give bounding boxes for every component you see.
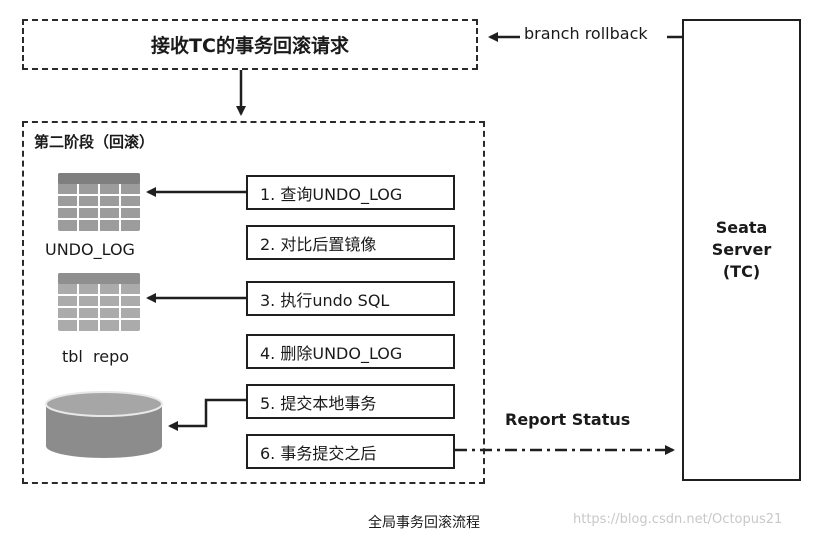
server-label-line1: Seata [715, 218, 768, 237]
rollback-request-label: 接收TC的事务回滚请求 [151, 35, 349, 57]
undo-log-label: UNDO_LOG [45, 240, 135, 259]
step-compare-after-image: 2. 对比后置镜像 [246, 225, 455, 260]
step-after-tx-commit: 6. 事务提交之后 [246, 434, 455, 469]
repo-table-label: tbl repo [62, 347, 130, 366]
server-label-line2: Server [711, 240, 772, 259]
step-label: 4. 删除UNDO_LOG [260, 343, 403, 363]
phase-two-container [22, 121, 485, 484]
step-delete-undo-log: 4. 删除UNDO_LOG [246, 334, 455, 369]
server-label-line3: (TC) [722, 262, 761, 281]
step-label: 2. 对比后置镜像 [260, 234, 377, 254]
arrow-step5-to-db [168, 398, 246, 431]
database-icon [45, 391, 163, 458]
watermark: https://blog.csdn.net/Octopus21 [573, 512, 783, 527]
step-label: 5. 提交本地事务 [260, 393, 377, 413]
report-status-label: Report Status [505, 410, 631, 429]
phase-two-title: 第二阶段（回滚） [34, 133, 155, 151]
step-label: 3. 执行undo SQL [260, 290, 390, 310]
step-execute-undo-sql: 3. 执行undo SQL [246, 281, 455, 316]
step-label: 6. 事务提交之后 [260, 443, 377, 463]
branch-rollback-label: branch rollback [521, 24, 651, 43]
step-query-undo-log: 1. 查询UNDO_LOG [246, 175, 455, 210]
seata-server-box: Seata Server (TC) [682, 19, 801, 481]
step-commit-local-tx: 5. 提交本地事务 [246, 384, 455, 419]
repo-table-icon [58, 273, 140, 331]
step-label: 1. 查询UNDO_LOG [260, 184, 403, 204]
undo-log-table-icon [58, 173, 140, 231]
figure-caption: 全局事务回滚流程 [368, 515, 480, 531]
rollback-request-box: 接收TC的事务回滚请求 [22, 19, 478, 70]
